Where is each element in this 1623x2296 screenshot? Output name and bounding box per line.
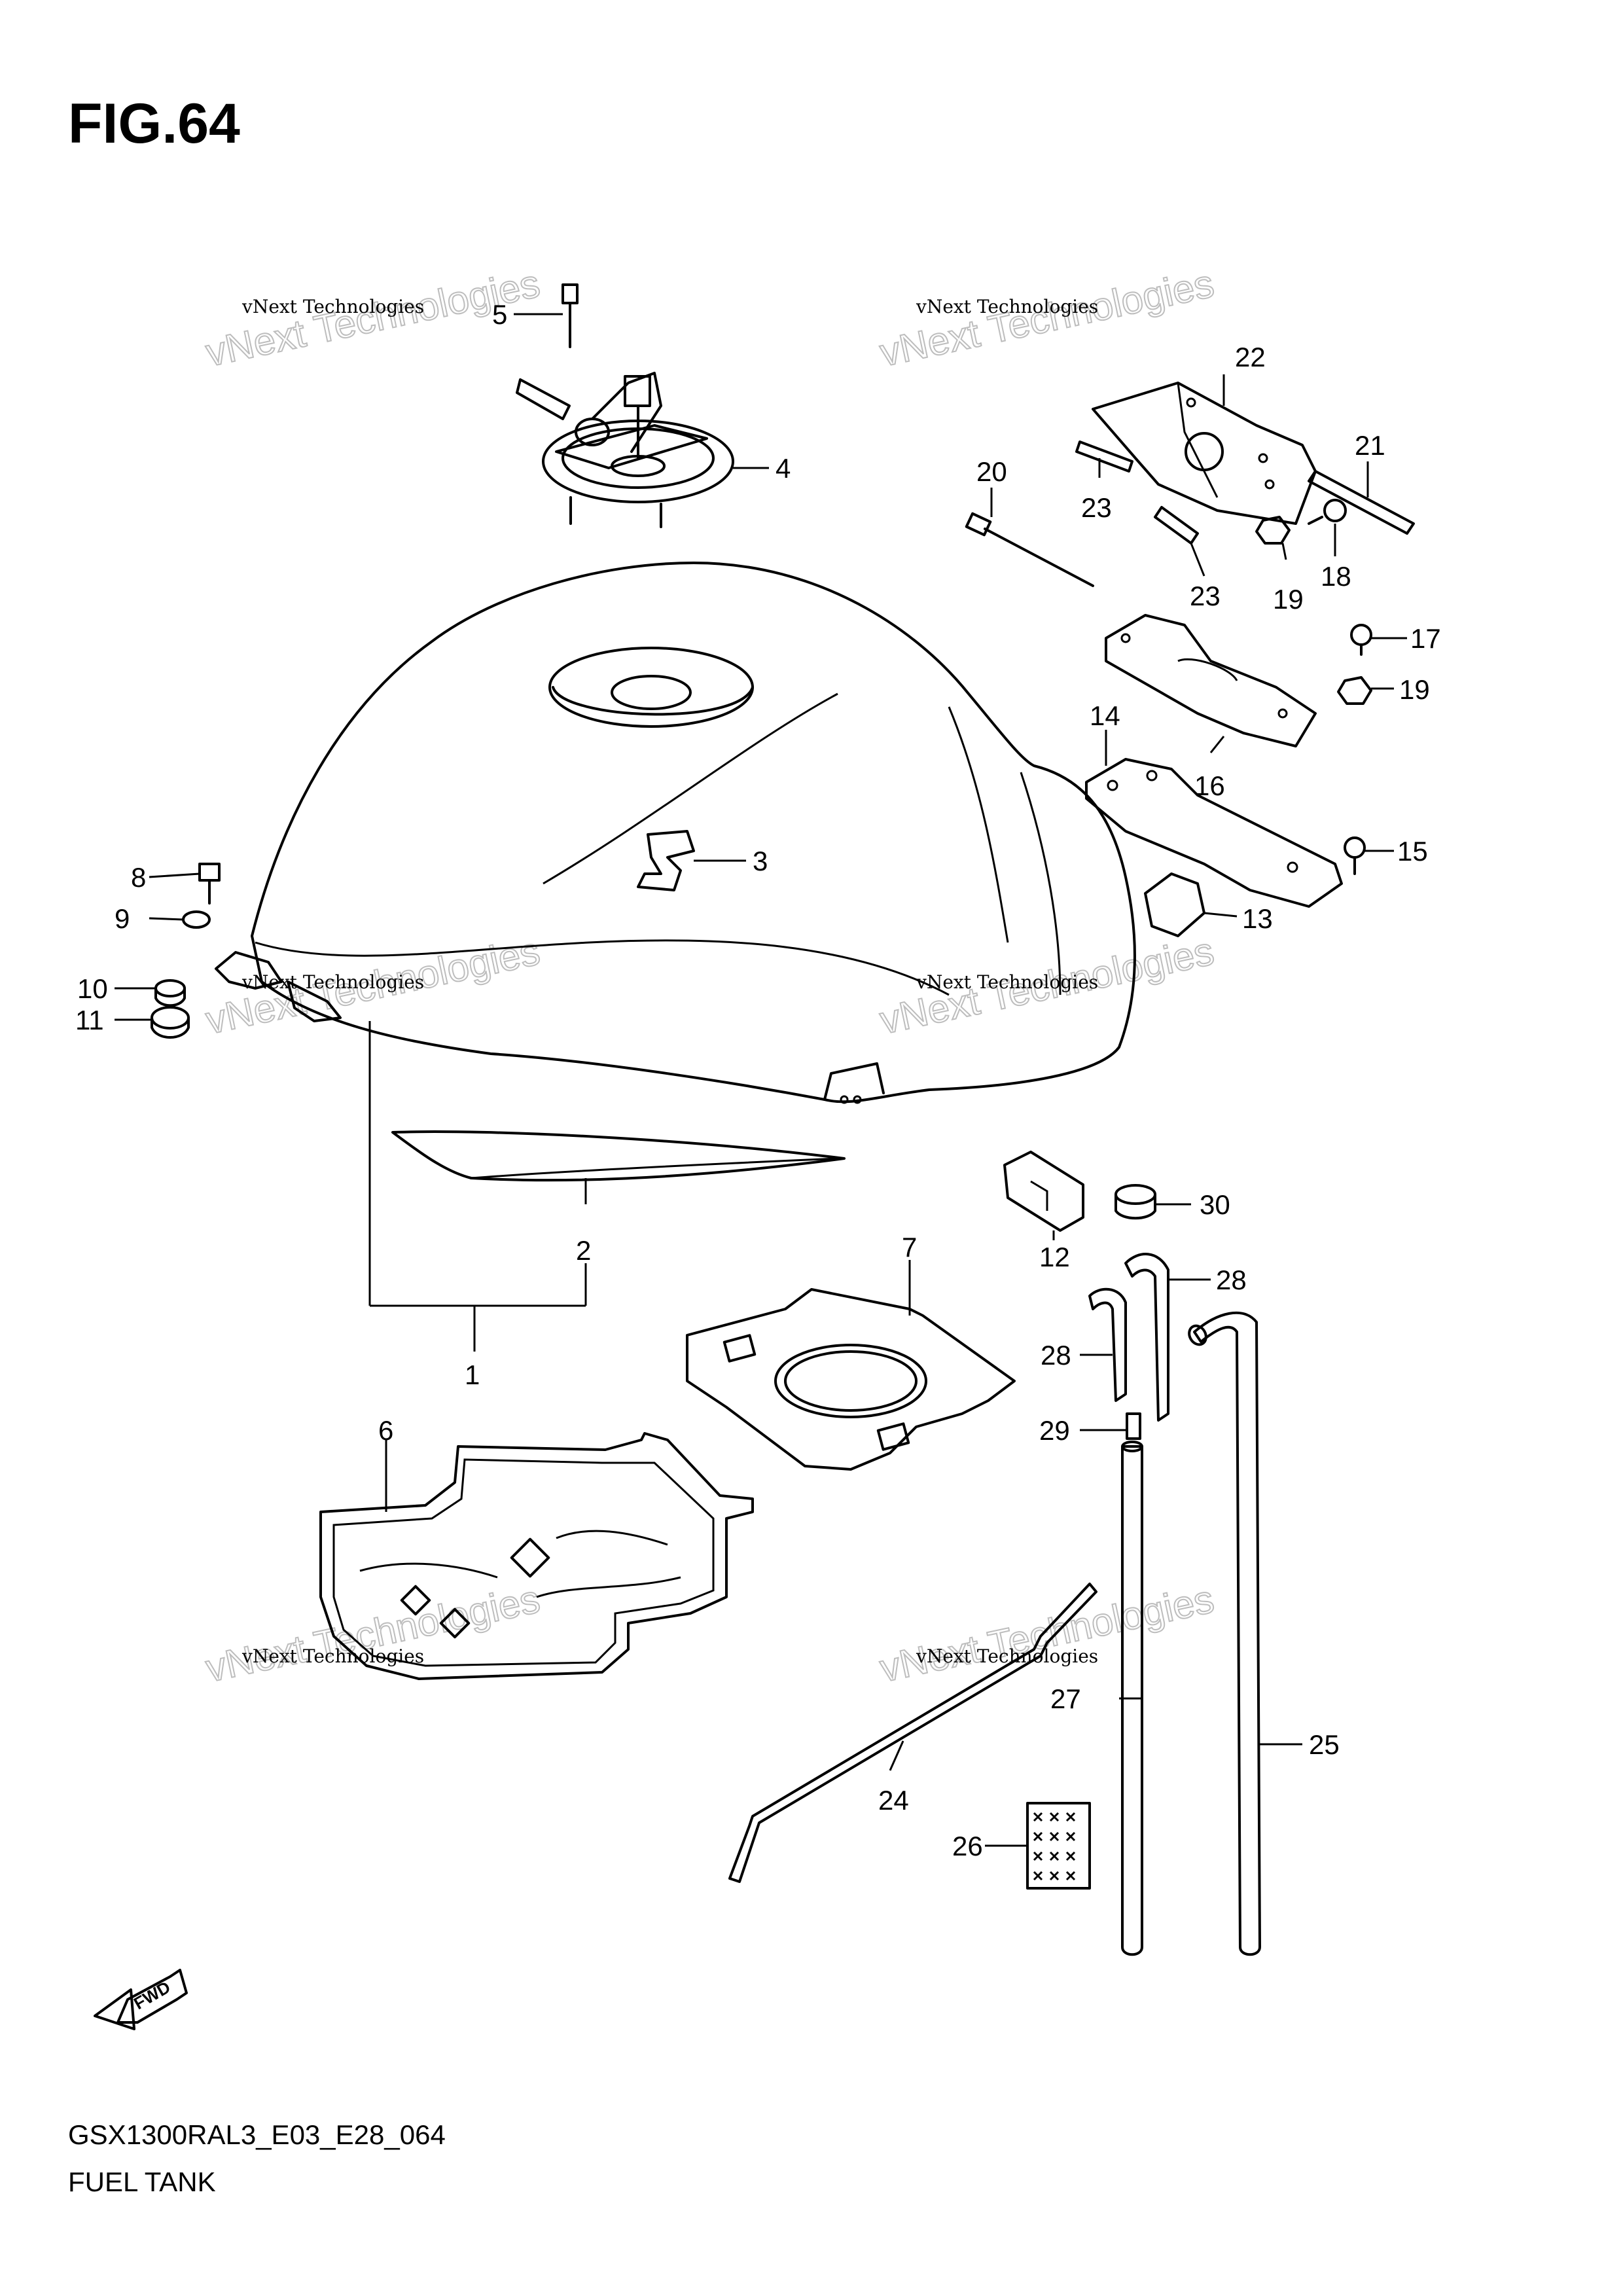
part-13-cushion [1144,872,1205,937]
watermark-group: vNext Technologies vNext Technologies vN… [202,260,1219,1691]
part-7-plate [686,1288,1016,1471]
callout-19-upper: 19 [1273,584,1304,615]
part-4-fuel-cap [516,372,734,528]
watermark-small-text: vNext Technologies [241,971,424,993]
part-10-grommet [154,979,186,1007]
part-2-strip [391,1130,846,1182]
watermark-large-text: vNext Technologies [876,1577,1218,1690]
part-25-hose [1188,1311,1261,1956]
part-8-bolt [198,863,221,905]
callout-28-left: 28 [1041,1340,1071,1371]
part-18-bolt [1308,499,1347,525]
part-15-bolt [1344,836,1366,875]
callout-1: 1 [465,1359,480,1390]
part-3-emblem [637,830,695,891]
watermark: vNext Technologies vNext Technologies [876,928,1219,1043]
watermark: vNext Technologies vNext Technologies [876,260,1219,375]
figure-title: FIG.64 [68,92,240,155]
part-23-pin-left [1075,440,1133,473]
callout-23-right: 23 [1190,581,1221,611]
callout-8: 8 [131,862,146,893]
leader-lines [115,313,1407,1847]
part-30-ring [1115,1184,1156,1220]
callout-27: 27 [1050,1683,1081,1714]
callout-6: 6 [378,1415,393,1446]
watermark: vNext Technologies vNext Technologies [202,1576,544,1691]
callout-2: 2 [576,1235,591,1266]
part-9-washer [182,910,211,929]
callout-14: 14 [1090,700,1120,731]
part-14-stay [1085,758,1343,908]
callout-29: 29 [1039,1415,1070,1446]
watermark-small-text: vNext Technologies [241,1645,424,1667]
callout-3: 3 [753,846,768,876]
callout-16: 16 [1194,770,1225,801]
callout-7: 7 [902,1232,917,1263]
part-17-bolt [1350,624,1372,656]
callout-13: 13 [1242,903,1273,934]
part-16-bracket [1105,614,1317,747]
callout-28-right: 28 [1216,1265,1247,1295]
callout-numbers: 1 2 3 4 5 6 7 8 9 10 11 12 13 14 15 16 1… [75,299,1441,1861]
watermark-small-text: vNext Technologies [916,1645,1098,1667]
callout-9: 9 [115,903,130,934]
watermark: vNext Technologies vNext Technologies [876,1576,1219,1691]
callout-5: 5 [492,299,507,330]
callout-11: 11 [75,1005,104,1035]
callout-19-lower: 19 [1399,674,1430,705]
part-24-rod [728,1583,1097,1883]
callout-17: 17 [1410,623,1441,654]
part-19-nut-upper [1255,516,1291,545]
callout-10: 10 [77,973,108,1004]
part-11-collar [151,1006,190,1039]
figure-code: GSX1300RAL3_E03_E28_064 [68,2119,446,2150]
part-27-hose [1121,1441,1143,1956]
fwd-label: FWD [130,1977,173,2014]
watermark-small-text: vNext Technologies [916,971,1098,993]
part-28-hose-right [1124,1253,1169,1422]
part-29-joint [1126,1412,1141,1440]
watermark-small-text: vNext Technologies [241,296,424,317]
callout-25: 25 [1309,1729,1340,1760]
watermark-large-text: vNext Technologies [202,1577,544,1690]
part-22-bracket [1092,382,1317,525]
callout-15: 15 [1397,836,1428,867]
callout-22: 22 [1235,342,1266,372]
figure-name: FUEL TANK [68,2166,216,2197]
callout-12: 12 [1039,1242,1070,1272]
callout-20: 20 [976,456,1007,487]
fwd-arrow-icon: FWD [94,1969,188,2030]
part-28-hose-left [1088,1287,1127,1402]
part-23-pin-right [1154,506,1199,545]
part-5-bolt [562,283,579,348]
callout-24: 24 [878,1785,909,1816]
callout-26: 26 [952,1831,983,1861]
callout-4: 4 [776,453,791,484]
part-26-label [1026,1802,1091,1890]
watermark-large-text: vNext Technologies [876,261,1218,374]
callout-21: 21 [1355,430,1385,461]
part-21-rod [1308,470,1415,535]
callout-23-left: 23 [1081,492,1112,523]
part-12-damper [1003,1151,1084,1232]
watermark-small-text: vNext Technologies [916,296,1098,317]
part-19-nut-lower [1337,676,1372,705]
part-20-long-bolt [965,512,1094,587]
callout-30: 30 [1200,1189,1230,1220]
callout-18: 18 [1321,561,1351,592]
part-6-heat-shield [319,1432,754,1680]
part-1-fuel-tank [215,562,1136,1104]
